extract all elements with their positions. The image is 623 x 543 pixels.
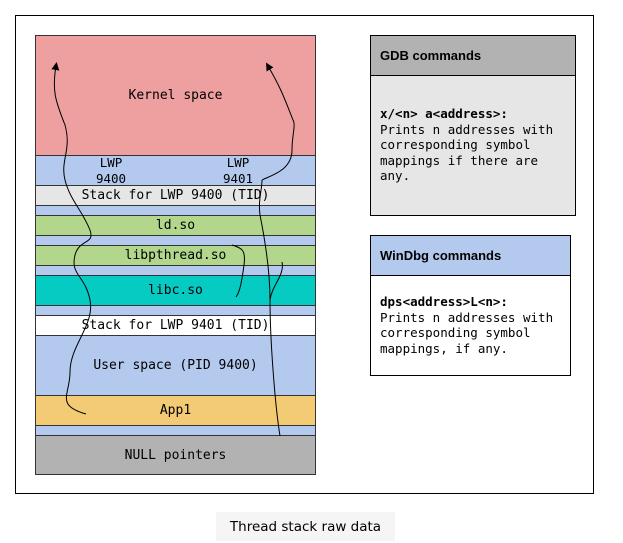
gdb-panel-title: GDB commands xyxy=(380,48,482,63)
libpthread-region: libpthread.so xyxy=(35,245,316,266)
libc-region: libc.so xyxy=(35,275,316,306)
stack-lwp-9400-label: Stack for LWP 9400 (TID) xyxy=(81,188,270,203)
app1-label: App1 xyxy=(159,403,192,418)
stack-lwp-9400-region: Stack for LWP 9400 (TID) xyxy=(35,185,316,206)
libpthread-label: libpthread.so xyxy=(124,248,227,263)
figure-caption-text: Thread stack raw data xyxy=(229,518,382,535)
gdb-description: Prints n addresses with corresponding sy… xyxy=(380,121,554,184)
user-space-region: User space (PID 9400) xyxy=(35,335,316,396)
kernel-space-label: Kernel space xyxy=(128,88,223,103)
gdb-command: x/<n> a<address>: xyxy=(380,106,508,121)
user-space-label: User space (PID 9400) xyxy=(93,358,258,373)
ld-so-label: ld.so xyxy=(155,218,196,233)
figure-caption: Thread stack raw data xyxy=(216,512,395,541)
windbg-panel-header: WinDbg commands xyxy=(371,236,570,276)
diagram-frame xyxy=(15,15,594,494)
lwp-region xyxy=(35,155,316,186)
null-pointers-label: NULL pointers xyxy=(124,447,227,463)
gdb-panel-header: GDB commands xyxy=(371,36,575,76)
gdb-commands-panel: GDB commands x/<n> a<address>: Prints n … xyxy=(370,35,576,216)
lwp-9400-word: LWP xyxy=(99,155,123,170)
windbg-panel-body: dps<address>L<n>: Prints n addresses wit… xyxy=(380,294,566,356)
windbg-panel-title: WinDbg commands xyxy=(380,248,502,263)
lwp-9400-id: 9400 xyxy=(95,171,127,186)
null-pointers-region: NULL pointers xyxy=(35,435,316,475)
gdb-panel-body: x/<n> a<address>: Prints n addresses wit… xyxy=(380,106,571,184)
lwp-9400-label: LWP 9400 xyxy=(81,155,141,187)
stack-lwp-9401-region: Stack for LWP 9401 (TID) xyxy=(35,315,316,336)
ld-so-region: ld.so xyxy=(35,215,316,236)
windbg-commands-panel: WinDbg commands dps<address>L<n>: Prints… xyxy=(370,235,571,376)
stack-lwp-9401-label: Stack for LWP 9401 (TID) xyxy=(81,318,270,333)
lwp-9401-label: LWP 9401 xyxy=(208,155,268,187)
lwp-9401-word: LWP xyxy=(226,155,250,170)
windbg-command: dps<address>L<n>: xyxy=(380,294,508,309)
windbg-description: Prints n addresses with corresponding sy… xyxy=(380,309,554,356)
libc-label: libc.so xyxy=(148,283,203,298)
kernel-space-region: Kernel space xyxy=(35,35,316,156)
app1-region: App1 xyxy=(35,395,316,426)
